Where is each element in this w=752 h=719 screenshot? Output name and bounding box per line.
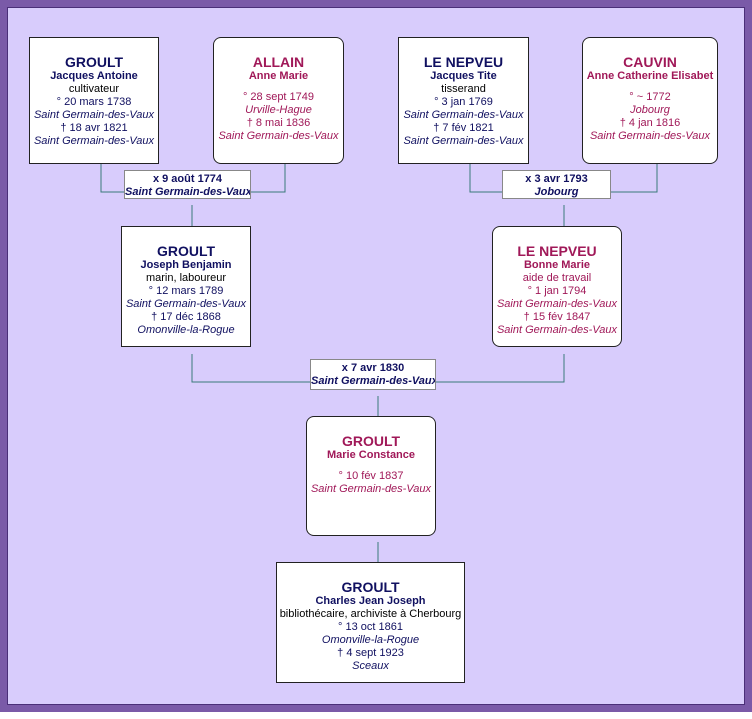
death-date: † 8 mai 1836 (246, 117, 311, 129)
person-card-allain-anne-marie[interactable]: ALLAIN Anne Marie ° 28 sept 1749 Urville… (213, 37, 344, 164)
given-name: Anne Marie (248, 70, 309, 82)
death-place: Sceaux (352, 660, 389, 672)
given-name: Joseph Benjamin (140, 259, 232, 271)
person-card-le-nepveu-bonne-marie[interactable]: LE NEPVEU Bonne Marie aide de travail ° … (492, 226, 622, 347)
birth-date: ° ~ 1772 (629, 91, 671, 103)
spacer (214, 83, 343, 91)
birth-date: ° 12 mars 1789 (148, 285, 224, 297)
birth-date: ° 13 oct 1861 (338, 621, 403, 633)
surname: GROULT (156, 243, 216, 259)
occupation: cultivateur (68, 83, 120, 95)
given-name: Jacques Antoine (50, 70, 138, 82)
birth-place: Urville-Hague (245, 104, 312, 116)
birth-place: Saint Germain-des-Vaux (310, 483, 432, 495)
marriage-box-1793[interactable]: x 3 avr 1793 Jobourg (502, 170, 611, 199)
death-date: † 17 déc 1868 (151, 311, 221, 323)
death-place: Saint Germain-des-Vaux (496, 324, 618, 336)
birth-place: Omonville-la-Rogue (321, 634, 420, 646)
given-name: Anne Catherine Elisabet (586, 70, 714, 82)
person-card-groult-marie-constance[interactable]: GROULT Marie Constance ° 10 fév 1837 Sai… (306, 416, 436, 536)
marriage-box-1774[interactable]: x 9 août 1774 Saint Germain-des-Vaux (124, 170, 251, 199)
birth-date: ° 20 mars 1738 (56, 96, 132, 108)
marriage-place: Jobourg (534, 186, 579, 198)
birth-place: Jobourg (630, 104, 670, 116)
occupation: aide de travail (522, 272, 592, 284)
surname: CAUVIN (623, 54, 677, 70)
birth-place: Saint Germain-des-Vaux (496, 298, 618, 310)
death-place: Saint Germain-des-Vaux (33, 135, 155, 147)
given-name: Marie Constance (326, 449, 416, 461)
surname: GROULT (341, 433, 401, 449)
surname: ALLAIN (252, 54, 305, 70)
marriage-place: Saint Germain-des-Vaux (311, 375, 436, 387)
death-place: Saint Germain-des-Vaux (403, 135, 524, 147)
marriage-box-1830[interactable]: x 7 avr 1830 Saint Germain-des-Vaux (310, 359, 436, 390)
person-card-groult-jacques-antoine[interactable]: GROULT Jacques Antoine cultivateur ° 20 … (29, 37, 159, 164)
given-name: Jacques Tite (430, 70, 497, 82)
occupation: bibliothécaire, archiviste à Cherbourg (279, 608, 462, 620)
occupation: tisserand (441, 83, 486, 95)
death-date: † 15 fév 1847 (523, 311, 591, 323)
person-card-cauvin-anne-catherine[interactable]: CAUVIN Anne Catherine Elisabet ° ~ 1772 … (582, 37, 718, 164)
marriage-date: x 3 avr 1793 (525, 173, 588, 185)
birth-date: ° 10 fév 1837 (338, 470, 404, 482)
person-card-groult-charles-jean-joseph[interactable]: GROULT Charles Jean Joseph bibliothécair… (276, 562, 465, 683)
person-card-le-nepveu-jacques-tite[interactable]: LE NEPVEU Jacques Tite tisserand ° 3 jan… (398, 37, 529, 164)
birth-place: Saint Germain-des-Vaux (403, 109, 524, 121)
surname: GROULT (64, 54, 124, 70)
surname: LE NEPVEU (423, 54, 504, 70)
surname: GROULT (341, 579, 400, 595)
spacer (307, 462, 435, 470)
marriage-place: Saint Germain-des-Vaux (125, 186, 251, 198)
death-place: Saint Germain-des-Vaux (218, 130, 339, 142)
birth-date: ° 3 jan 1769 (434, 96, 493, 108)
occupation: marin, laboureur (145, 272, 227, 284)
spacer (583, 83, 717, 91)
birth-place: Saint Germain-des-Vaux (125, 298, 247, 310)
birth-place: Saint Germain-des-Vaux (33, 109, 155, 121)
given-name: Bonne Marie (523, 259, 590, 271)
death-place: Saint Germain-des-Vaux (589, 130, 711, 142)
death-date: † 7 fév 1821 (433, 122, 494, 134)
surname: LE NEPVEU (517, 243, 597, 259)
death-place: Omonville-la-Rogue (137, 324, 235, 336)
death-date: † 4 sept 1923 (337, 647, 404, 659)
death-date: † 4 jan 1816 (619, 117, 681, 129)
birth-date: ° 28 sept 1749 (242, 91, 315, 103)
given-name: Charles Jean Joseph (315, 595, 426, 607)
marriage-date: x 7 avr 1830 (341, 362, 405, 374)
birth-date: ° 1 jan 1794 (527, 285, 587, 297)
death-date: † 18 avr 1821 (60, 122, 128, 134)
person-card-groult-joseph-benjamin[interactable]: GROULT Joseph Benjamin marin, laboureur … (121, 226, 251, 347)
marriage-date: x 9 août 1774 (152, 173, 223, 185)
